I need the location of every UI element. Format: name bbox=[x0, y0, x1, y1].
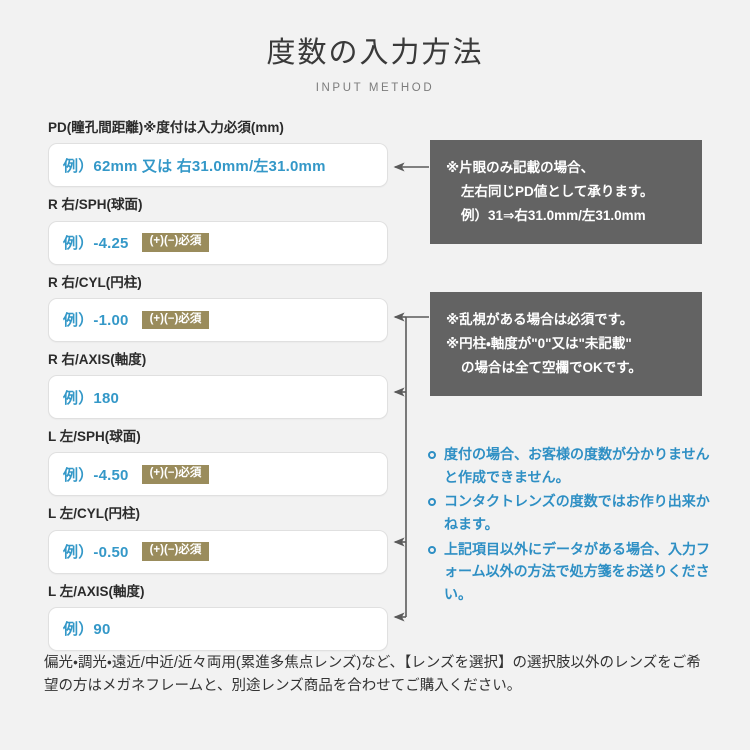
input-r-sph[interactable]: 例）-4.25 (+)(−)必須 bbox=[48, 220, 388, 265]
list-item: 上記項目以外にデータがある場合、入力フォーム以外の方法で処方箋をお送りください。 bbox=[428, 538, 718, 606]
required-badge-r-sph: (+)(−)必須 bbox=[141, 233, 210, 252]
callout-note-pd: ※片眼のみ記載の場合、 左右同じPD値として承ります。 例）31⇒右31.0mm… bbox=[430, 140, 702, 245]
field-label-pd: PD(瞳孔間距離)※度付は入力必須(mm) bbox=[48, 120, 284, 135]
input-l-cyl[interactable]: 例）-0.50 (+)(−)必須 bbox=[48, 529, 388, 574]
page-title: 度数の入力方法 bbox=[266, 37, 484, 69]
list-item: コンタクトレンズの度数ではお作り出来かねます。 bbox=[428, 490, 718, 535]
field-group-r-cyl: R 右/CYL(円柱) 例）-1.00 (+)(−)必須 bbox=[48, 273, 388, 342]
note-cyl-line-2: ※円柱・軸度が"0"又は"未記載" bbox=[446, 336, 632, 352]
placeholder-pd: 例）62mm 又は 右31.0mm/左31.0mm bbox=[63, 157, 326, 175]
bullet-text: 度付の場合、お客様の度数が分かりませんと作成できません。 bbox=[444, 446, 710, 485]
footer-note: 偏光・調光・遠近/中近/近々両用(累進多焦点レンズ)など、【レンズを選択】の選択… bbox=[44, 652, 709, 699]
input-l-sph[interactable]: 例）-4.50 (+)(−)必須 bbox=[48, 452, 388, 497]
bullet-text: 上記項目以外にデータがある場合、入力フォーム以外の方法で処方箋をお送りください。 bbox=[444, 540, 710, 603]
field-label-l-axis: L 左/AXIS(軸度) bbox=[48, 583, 145, 599]
field-label-l-sph: L 左/SPH(球面) bbox=[48, 429, 141, 444]
field-group-r-sph: R 右/SPH(球面) 例）-4.25 (+)(−)必須 bbox=[48, 195, 388, 265]
required-badge-r-cyl: (+)(−)必須 bbox=[141, 310, 210, 329]
note-cyl-line-3: の場合は全て空欄でOKです。 bbox=[461, 360, 642, 376]
input-r-cyl[interactable]: 例）-1.00 (+)(−)必須 bbox=[48, 297, 388, 342]
input-r-axis[interactable]: 例）180 bbox=[48, 375, 388, 419]
field-label-r-cyl: R 右/CYL(円柱) bbox=[48, 274, 142, 290]
note-pd-line-1: ※片眼のみ記載の場合、 bbox=[446, 160, 595, 175]
circle-bullet-icon bbox=[428, 498, 436, 507]
bullet-text: コンタクトレンズの度数ではお作り出来かねます。 bbox=[444, 493, 710, 533]
input-l-axis[interactable]: 例）90 bbox=[48, 606, 388, 651]
field-label-l-cyl: L 左/CYL(円柱) bbox=[48, 506, 140, 522]
note-pd-line-2: 左右同じPD値として承ります。 bbox=[461, 184, 654, 200]
field-group-pd: PD(瞳孔間距離)※度付は入力必須(mm) 例）62mm 又は 右31.0mm/… bbox=[48, 118, 388, 188]
field-group-l-cyl: L 左/CYL(円柱) 例）-0.50 (+)(−)必須 bbox=[48, 504, 388, 574]
required-badge-l-sph: (+)(−)必須 bbox=[141, 465, 210, 484]
placeholder-r-sph: 例）-4.25 bbox=[63, 235, 129, 252]
placeholder-l-cyl: 例）-0.50 bbox=[63, 544, 129, 561]
footer-text: 偏光・調光・遠近/中近/近々両用(累進多焦点レンズ)など、【レンズを選択】の選択… bbox=[44, 655, 701, 695]
note-cyl-line-1: ※乱視がある場合は必須です。 bbox=[446, 312, 634, 327]
list-item: 度付の場合、お客様の度数が分かりませんと作成できません。 bbox=[428, 443, 718, 488]
field-group-r-axis: R 右/AXIS(軸度) 例）180 bbox=[48, 350, 388, 419]
prescription-form: PD(瞳孔間距離)※度付は入力必須(mm) 例）62mm 又は 右31.0mm/… bbox=[48, 118, 388, 659]
field-group-l-sph: L 左/SPH(球面) 例）-4.50 (+)(−)必須 bbox=[48, 427, 388, 497]
placeholder-r-cyl: 例）-1.00 bbox=[63, 312, 129, 330]
page-subtitle: INPUT METHOD bbox=[315, 81, 435, 94]
circle-bullet-icon bbox=[428, 545, 436, 554]
required-badge-l-cyl: (+)(−)必須 bbox=[141, 542, 210, 561]
field-group-l-axis: L 左/AXIS(軸度) 例）90 bbox=[48, 582, 388, 651]
input-pd[interactable]: 例）62mm 又は 右31.0mm/左31.0mm bbox=[48, 143, 388, 188]
field-label-r-sph: R 右/SPH(球面) bbox=[48, 197, 143, 213]
field-label-r-axis: R 右/AXIS(軸度) bbox=[48, 351, 147, 367]
placeholder-l-axis: 例）90 bbox=[63, 621, 111, 639]
callout-note-cyl-axis: ※乱視がある場合は必須です。 ※円柱・軸度が"0"又は"未記載" の場合は全て空… bbox=[430, 292, 702, 397]
page-header: 度数の入力方法 INPUT METHOD bbox=[0, 36, 750, 94]
info-bullet-list: 度付の場合、お客様の度数が分かりませんと作成できません。 コンタクトレンズの度数… bbox=[428, 443, 718, 608]
note-pd-line-3: 例）31⇒右31.0mm/左31.0mm bbox=[461, 208, 646, 224]
placeholder-l-sph: 例）-4.50 bbox=[63, 466, 129, 484]
circle-bullet-icon bbox=[428, 451, 436, 459]
placeholder-r-axis: 例）180 bbox=[63, 389, 120, 407]
